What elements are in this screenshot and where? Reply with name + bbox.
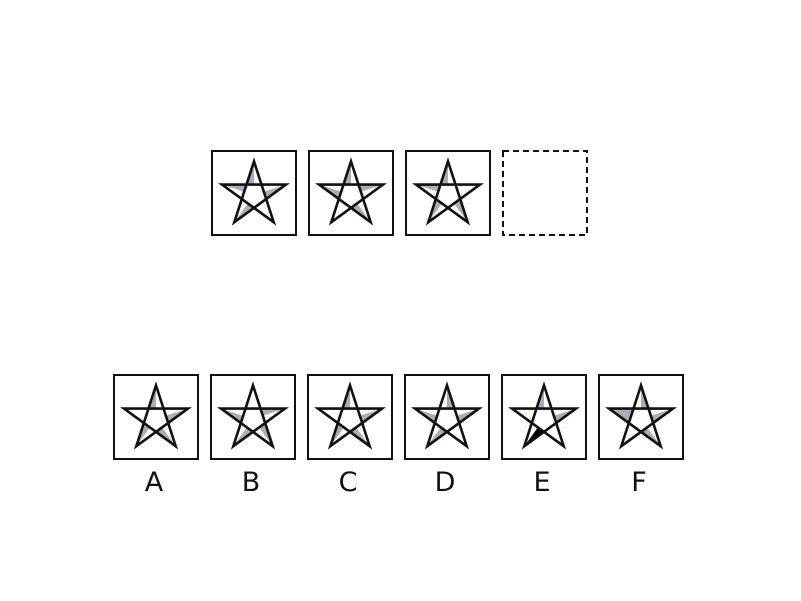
star-outline xyxy=(411,381,483,450)
options-row: A B C D E F xyxy=(113,374,684,498)
shaded-segment xyxy=(428,199,442,223)
sequence-cell-1 xyxy=(211,150,297,236)
sequence-cell-3 xyxy=(405,150,491,236)
answer-placeholder-box xyxy=(502,150,588,236)
option-f[interactable]: F xyxy=(598,374,684,498)
star-outline xyxy=(315,157,387,226)
shaded-segment xyxy=(358,184,383,192)
sequence-row xyxy=(211,150,588,236)
shaded-segment xyxy=(260,408,285,416)
star-outline xyxy=(412,157,484,226)
option-e[interactable]: E xyxy=(501,374,587,498)
shaded-segment xyxy=(454,199,468,223)
missing-cell xyxy=(502,150,588,236)
star-outline xyxy=(218,157,290,226)
option-b[interactable]: B xyxy=(210,374,296,498)
shaded-segment xyxy=(259,423,273,447)
star-outline xyxy=(508,381,580,450)
shaded-segment xyxy=(222,184,247,192)
cell-frame xyxy=(307,374,393,460)
sequence-cell-2 xyxy=(308,150,394,236)
shaded-segment xyxy=(136,423,150,447)
star-outline xyxy=(120,381,192,450)
shaded-segment xyxy=(330,423,344,447)
star-outline xyxy=(217,381,289,450)
option-label: D xyxy=(435,467,456,498)
option-label: A xyxy=(145,467,164,498)
option-label: B xyxy=(242,467,261,498)
option-label: F xyxy=(631,467,647,498)
option-d[interactable]: D xyxy=(404,374,490,498)
option-label: E xyxy=(533,467,550,498)
option-c[interactable]: C xyxy=(307,374,393,498)
star-outline xyxy=(314,381,386,450)
shaded-segment xyxy=(416,184,441,192)
option-label: C xyxy=(339,467,358,498)
shaded-segment xyxy=(609,408,634,416)
option-a[interactable]: A xyxy=(113,374,199,498)
star-outline xyxy=(605,381,677,450)
